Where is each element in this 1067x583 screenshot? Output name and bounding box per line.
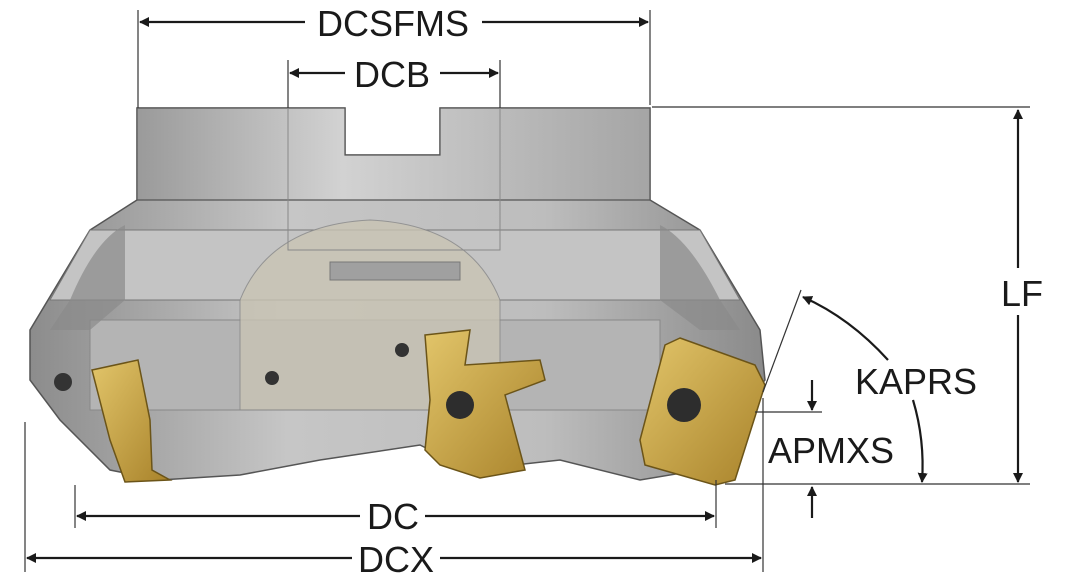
label-dcb: DCB — [354, 54, 430, 95]
extension-lines — [24, 10, 1030, 572]
label-kaprs: KAPRS — [855, 361, 977, 402]
dimension-dcb: DCB — [289, 54, 499, 95]
dimension-dcx: DCX — [26, 539, 762, 580]
dimension-dcsfms: DCSFMS — [139, 3, 649, 44]
dimension-dc: DC — [76, 496, 715, 537]
label-dcx: DCX — [358, 539, 434, 580]
dimension-lf: LF — [1001, 109, 1043, 483]
label-dc: DC — [367, 496, 419, 537]
label-dcsfms: DCSFMS — [317, 3, 469, 44]
label-lf: LF — [1001, 273, 1043, 314]
cutting-inserts — [91, 329, 766, 486]
insert-center — [424, 329, 546, 479]
coolant-hole-icon — [54, 373, 72, 391]
cutter-body — [29, 107, 766, 481]
coolant-hole-icon — [395, 343, 409, 357]
insert-right — [639, 337, 766, 486]
dimension-apmxs: APMXS — [768, 380, 894, 518]
insert-screw-icon — [667, 388, 701, 422]
dimension-kaprs: KAPRS — [802, 295, 977, 483]
insert-screw-icon — [446, 391, 474, 419]
coolant-hole-icon — [265, 371, 279, 385]
label-apmxs: APMXS — [768, 430, 894, 471]
insert-left — [91, 359, 173, 483]
